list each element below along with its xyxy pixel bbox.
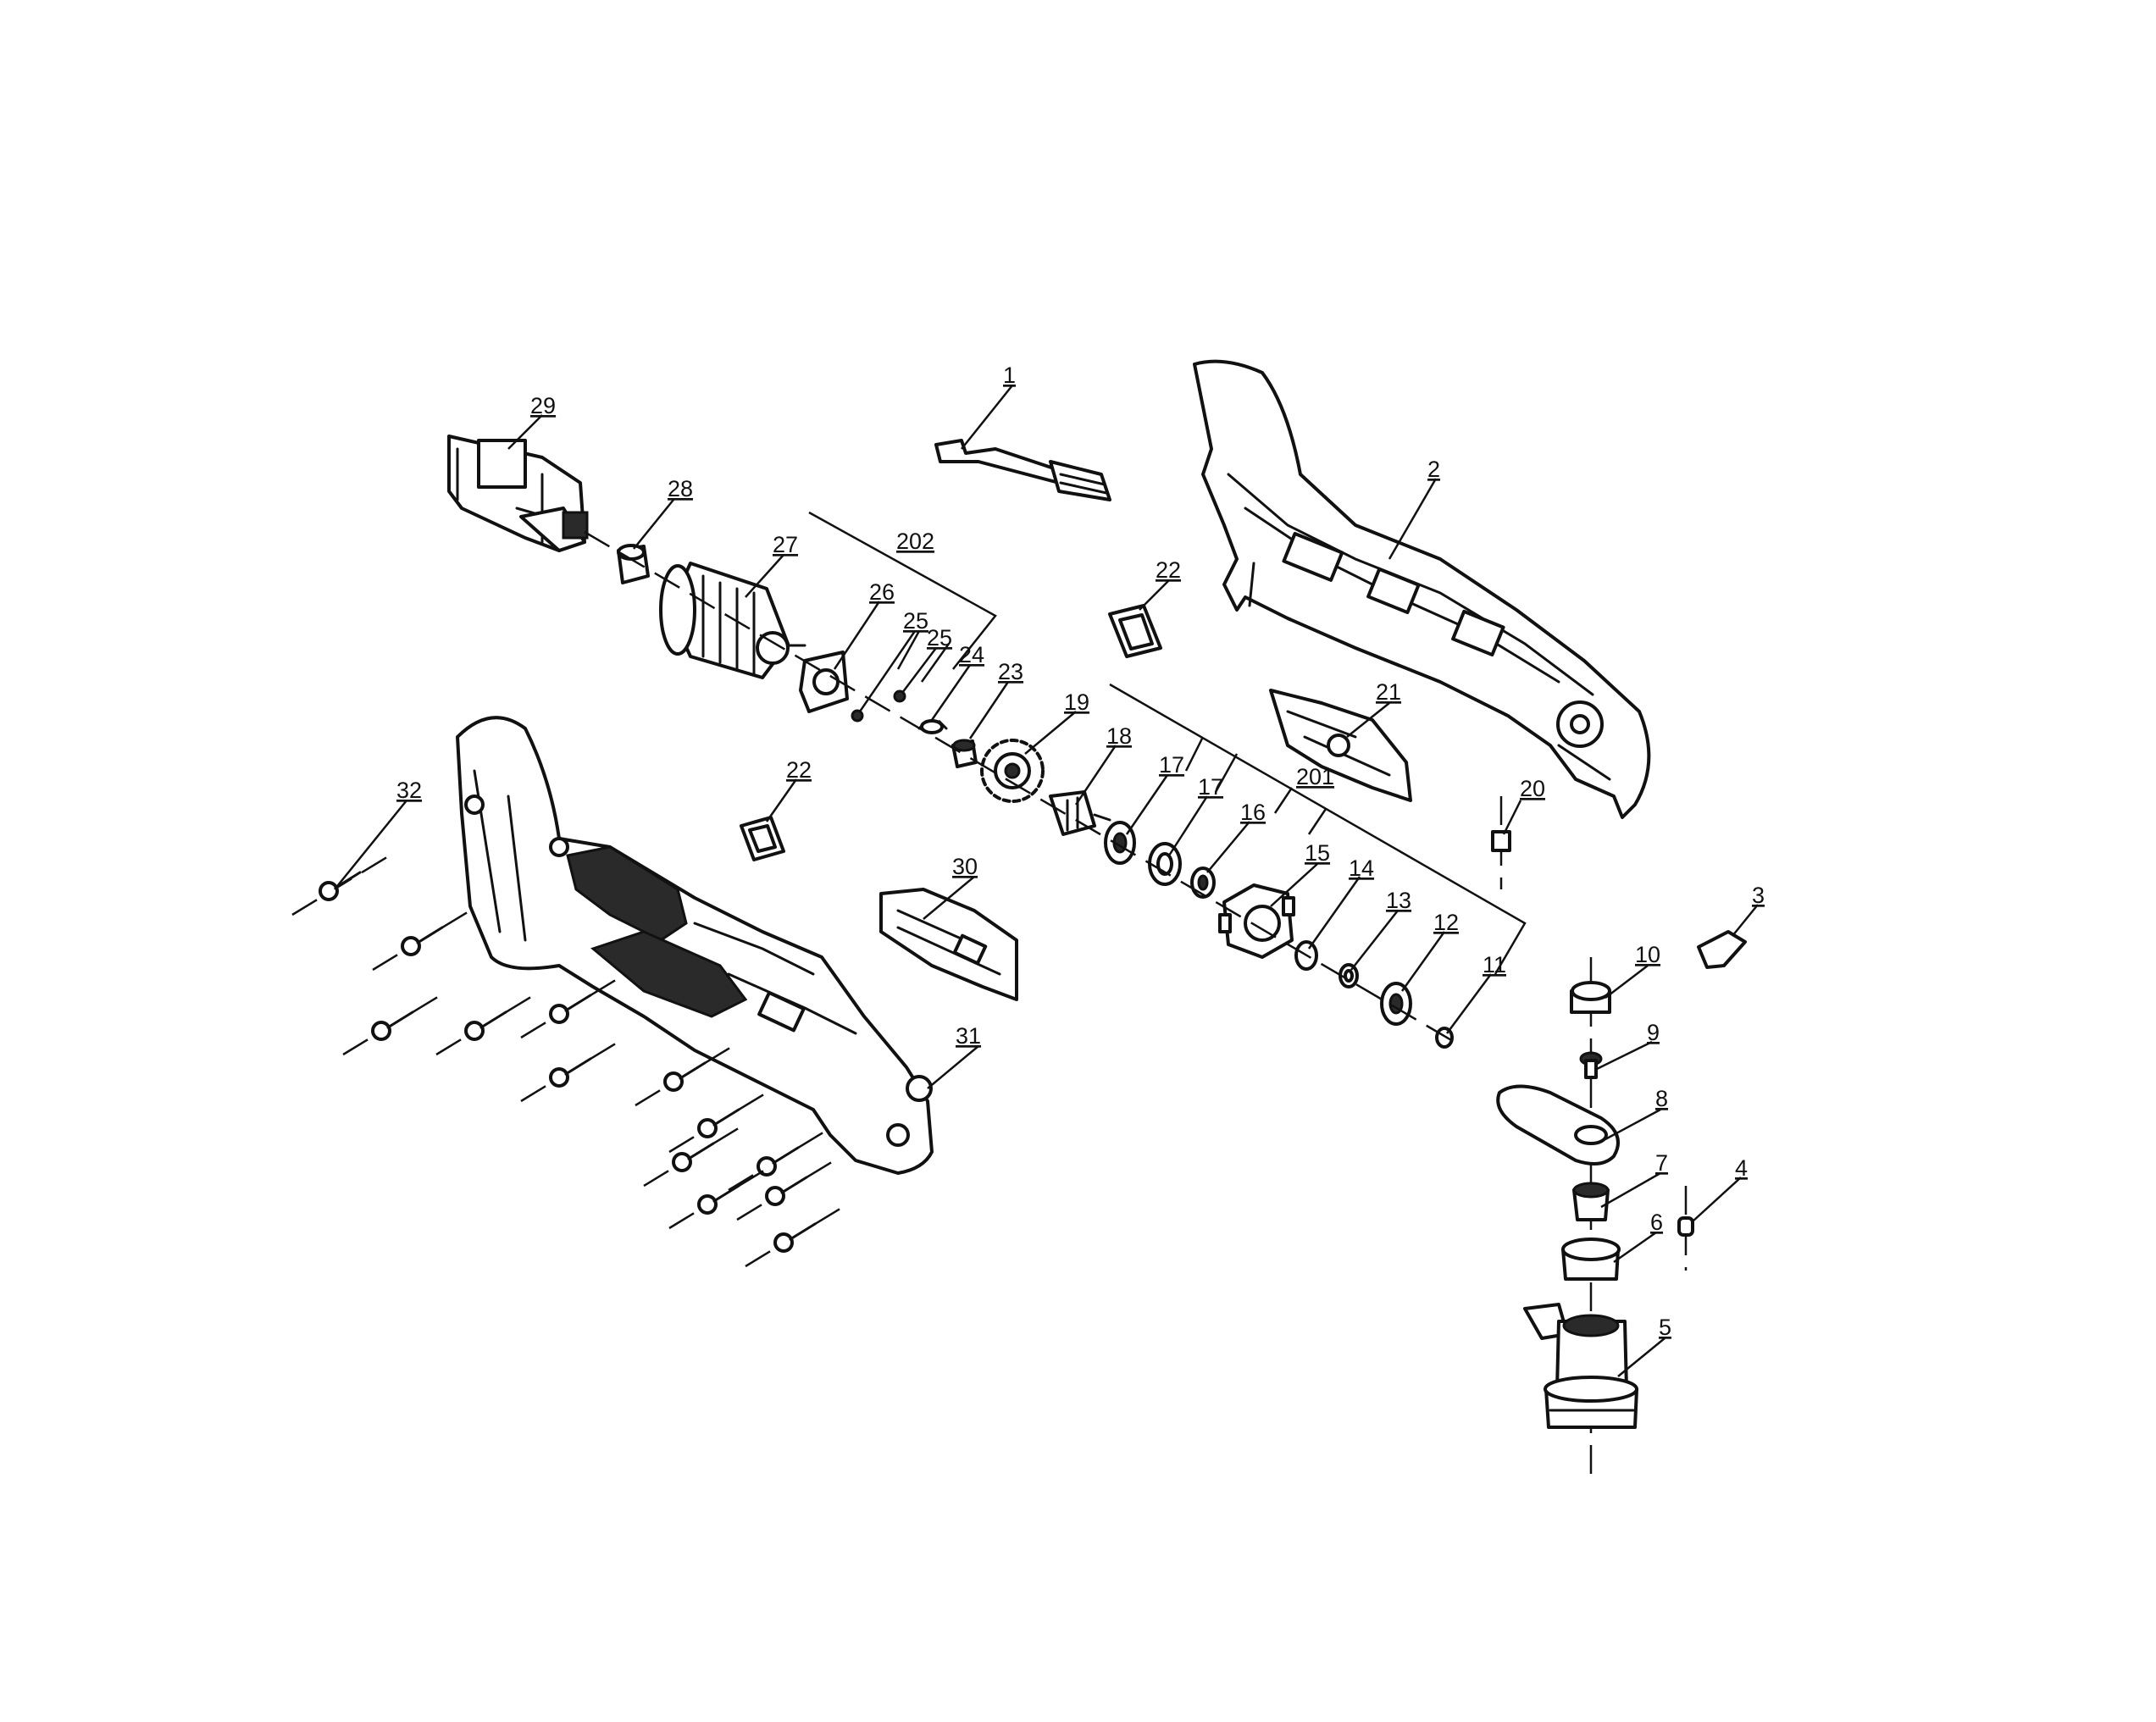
part-31-housing-half-left: [456, 716, 934, 1175]
part-5-head-body: [1523, 1303, 1638, 1429]
part-29-switch-bracket: [447, 435, 589, 552]
label-part-24: 24: [959, 642, 984, 667]
label-part-26: 26: [869, 579, 895, 605]
part-22-gasket-lower: [740, 816, 785, 861]
part-27-motor: [659, 562, 806, 679]
part-24-spring: [917, 719, 948, 734]
label-part-19: 19: [1064, 689, 1089, 715]
part-30-internal-bracket: [879, 888, 1018, 1001]
part-7-collet: [1572, 1182, 1610, 1221]
label-part-30: 30: [952, 854, 978, 879]
part-16-ring: [1190, 867, 1216, 899]
label-part-27: 27: [773, 532, 798, 557]
label-part-11: 11: [1483, 952, 1506, 977]
label-part-32: 32: [396, 778, 422, 803]
label-part-20: 20: [1520, 776, 1545, 801]
part-32-screws: [291, 854, 844, 1268]
leader-lines: [334, 385, 1759, 1377]
label-part-6: 6: [1650, 1210, 1663, 1235]
label-part-23: 23: [998, 659, 1023, 684]
label-part-9: 9: [1647, 1020, 1660, 1045]
label-part-17a: 17: [1198, 774, 1223, 800]
part-22-gasket-upper: [1108, 604, 1162, 658]
label-part-22-upper: 22: [1156, 557, 1181, 583]
label-part-13: 13: [1386, 888, 1411, 913]
label-part-25b: 25: [903, 608, 928, 634]
label-part-16: 16: [1240, 800, 1266, 825]
part-20-nut: [1491, 796, 1511, 889]
label-part-202: 202: [896, 529, 934, 554]
label-part-18: 18: [1106, 723, 1132, 749]
part-23-pinion: [951, 739, 978, 768]
label-part-22-lower: 22: [786, 757, 812, 783]
label-part-29: 29: [530, 393, 556, 418]
label-part-17b: 17: [1159, 752, 1184, 778]
part-4-pin: [1677, 1186, 1694, 1271]
label-part-21: 21: [1376, 679, 1401, 705]
label-part-8: 8: [1655, 1086, 1668, 1111]
part-3-clip: [1697, 930, 1747, 969]
drive-axis: [584, 530, 1458, 1045]
label-part-28: 28: [668, 476, 693, 501]
part-labels: 1 2 3 4 5 6 7 8 9 10 11 12 13 14 15 16 1…: [396, 363, 1765, 1340]
label-part-5: 5: [1659, 1315, 1671, 1340]
part-21-internal-bracket: [1269, 689, 1412, 802]
label-part-201: 201: [1296, 764, 1334, 789]
label-part-3: 3: [1752, 883, 1765, 908]
part-28-bushing: [617, 544, 650, 584]
part-10-cap: [1570, 981, 1611, 1014]
label-part-4: 4: [1735, 1155, 1748, 1181]
label-part-15: 15: [1305, 840, 1330, 866]
label-part-14: 14: [1349, 855, 1374, 881]
part-17-bearing-b: [1148, 842, 1182, 886]
label-part-10: 10: [1635, 942, 1660, 967]
label-part-12: 12: [1433, 910, 1459, 935]
part-25-small-screws: [851, 689, 906, 723]
label-part-2: 2: [1427, 457, 1440, 482]
part-6-sleeve: [1561, 1238, 1621, 1281]
label-part-1: 1: [1003, 363, 1016, 388]
part-2-housing-half-right: [1193, 359, 1651, 819]
part-12-bearing: [1380, 982, 1412, 1026]
part-19-bevel-gear: [980, 739, 1045, 803]
label-part-31: 31: [956, 1023, 981, 1049]
part-8-lever-plate: [1496, 1084, 1620, 1166]
part-9-screw: [1579, 1051, 1603, 1079]
label-part-25a: 25: [927, 625, 952, 651]
part-1-switch-lever: [934, 439, 1111, 501]
label-part-7: 7: [1655, 1150, 1668, 1176]
